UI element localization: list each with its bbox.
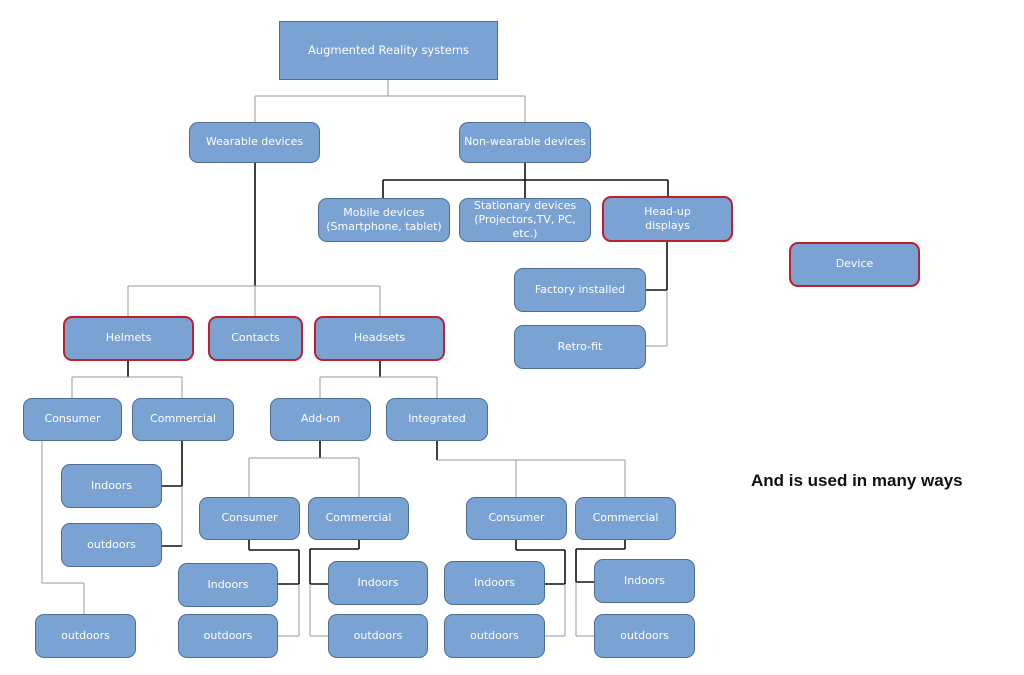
node-headsets: Headsets bbox=[314, 316, 445, 361]
node-integrated-consumer-indoors: Indoors bbox=[444, 561, 545, 605]
node-mobile-devices: Mobile devices (Smartphone, tablet) bbox=[318, 198, 450, 242]
node-head-up-displays: Head-up displays bbox=[602, 196, 733, 242]
node-helmets-commercial-indoors: Indoors bbox=[61, 464, 162, 508]
node-integrated-commercial-outdoors: outdoors bbox=[594, 614, 695, 658]
node-integrated-commercial: Commercial bbox=[575, 497, 676, 540]
node-helmets: Helmets bbox=[63, 316, 194, 361]
node-add-on-commercial-outdoors: outdoors bbox=[328, 614, 428, 658]
node-integrated-commercial-indoors: Indoors bbox=[594, 559, 695, 603]
node-integrated-consumer: Consumer bbox=[466, 497, 567, 540]
node-add-on: Add-on bbox=[270, 398, 371, 441]
node-add-on-commercial: Commercial bbox=[308, 497, 409, 540]
node-helmets-consumer: Consumer bbox=[23, 398, 122, 441]
node-stationary-devices: Stationary devices (Projectors,TV, PC, e… bbox=[459, 198, 591, 242]
node-helmets-consumer-outdoors: outdoors bbox=[35, 614, 136, 658]
node-integrated: Integrated bbox=[386, 398, 488, 441]
node-non-wearable-devices: Non-wearable devices bbox=[459, 122, 591, 163]
node-add-on-consumer-outdoors: outdoors bbox=[178, 614, 278, 658]
node-add-on-commercial-indoors: Indoors bbox=[328, 561, 428, 605]
node-contacts: Contacts bbox=[208, 316, 303, 361]
node-retro-fit: Retro-fit bbox=[514, 325, 646, 369]
node-helmets-commercial: Commercial bbox=[132, 398, 234, 441]
node-wearable-devices: Wearable devices bbox=[189, 122, 320, 163]
node-add-on-consumer: Consumer bbox=[199, 497, 300, 540]
node-helmets-commercial-outdoors: outdoors bbox=[61, 523, 162, 567]
node-augmented-reality-systems: Augmented Reality systems bbox=[279, 21, 498, 80]
caption-used-in-many-ways: And is used in many ways bbox=[751, 471, 963, 490]
node-integrated-consumer-outdoors: outdoors bbox=[444, 614, 545, 658]
node-device: Device bbox=[789, 242, 920, 287]
node-factory-installed: Factory installed bbox=[514, 268, 646, 312]
node-add-on-consumer-indoors: Indoors bbox=[178, 563, 278, 607]
